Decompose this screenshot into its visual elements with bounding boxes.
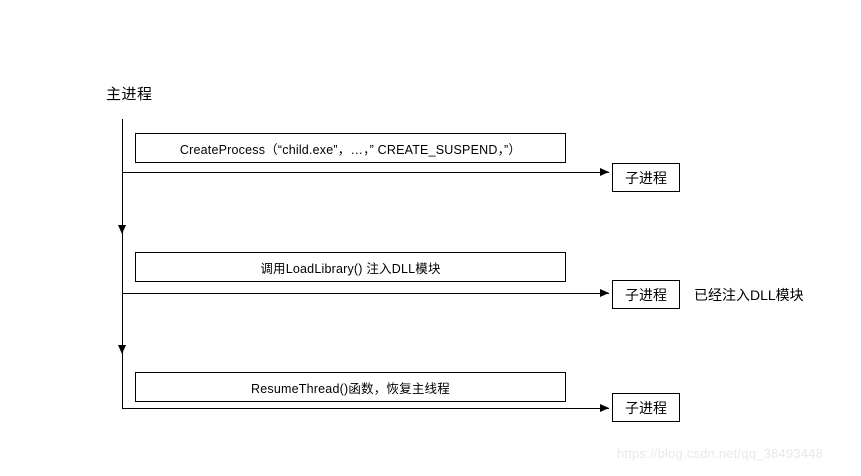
arrow-right-icon-3 [600,404,609,412]
arrow-right-icon-2 [600,289,609,297]
child-process-label: 子进程 [625,286,667,303]
child-process-box-1: 子进程 [612,163,680,192]
action-box-load-library: 调用LoadLibrary() 注入DLL模块 [135,252,566,282]
action-box-resume-thread: ResumeThread()函数，恢复主线程 [135,372,566,402]
lane-title-main-process: 主进程 [106,86,153,103]
child-process-box-2: 子进程 [612,280,680,309]
lifeline-segment-2 [122,173,123,335]
message-line-2 [122,293,609,294]
arrow-down-icon-1 [118,225,126,234]
action-box-create-process: CreateProcess（“child.exe”，…，” CREATE_SUS… [135,133,566,163]
action-label: ResumeThread()函数，恢复主线程 [251,381,450,396]
message-line-3 [122,408,609,409]
arrow-right-icon-1 [600,168,609,176]
watermark: https://blog.csdn.net/qq_38493448 [617,446,824,461]
child-process-label: 子进程 [625,399,667,416]
action-label: CreateProcess（“child.exe”，…，” CREATE_SUS… [179,142,522,157]
child-process-box-3: 子进程 [612,393,680,422]
action-label: 调用LoadLibrary() 注入DLL模块 [260,261,441,276]
message-line-1 [122,172,609,173]
child-process-label: 子进程 [625,169,667,186]
arrow-down-icon-2 [118,345,126,354]
side-note-dll-injected: 已经注入DLL模块 [694,287,804,303]
